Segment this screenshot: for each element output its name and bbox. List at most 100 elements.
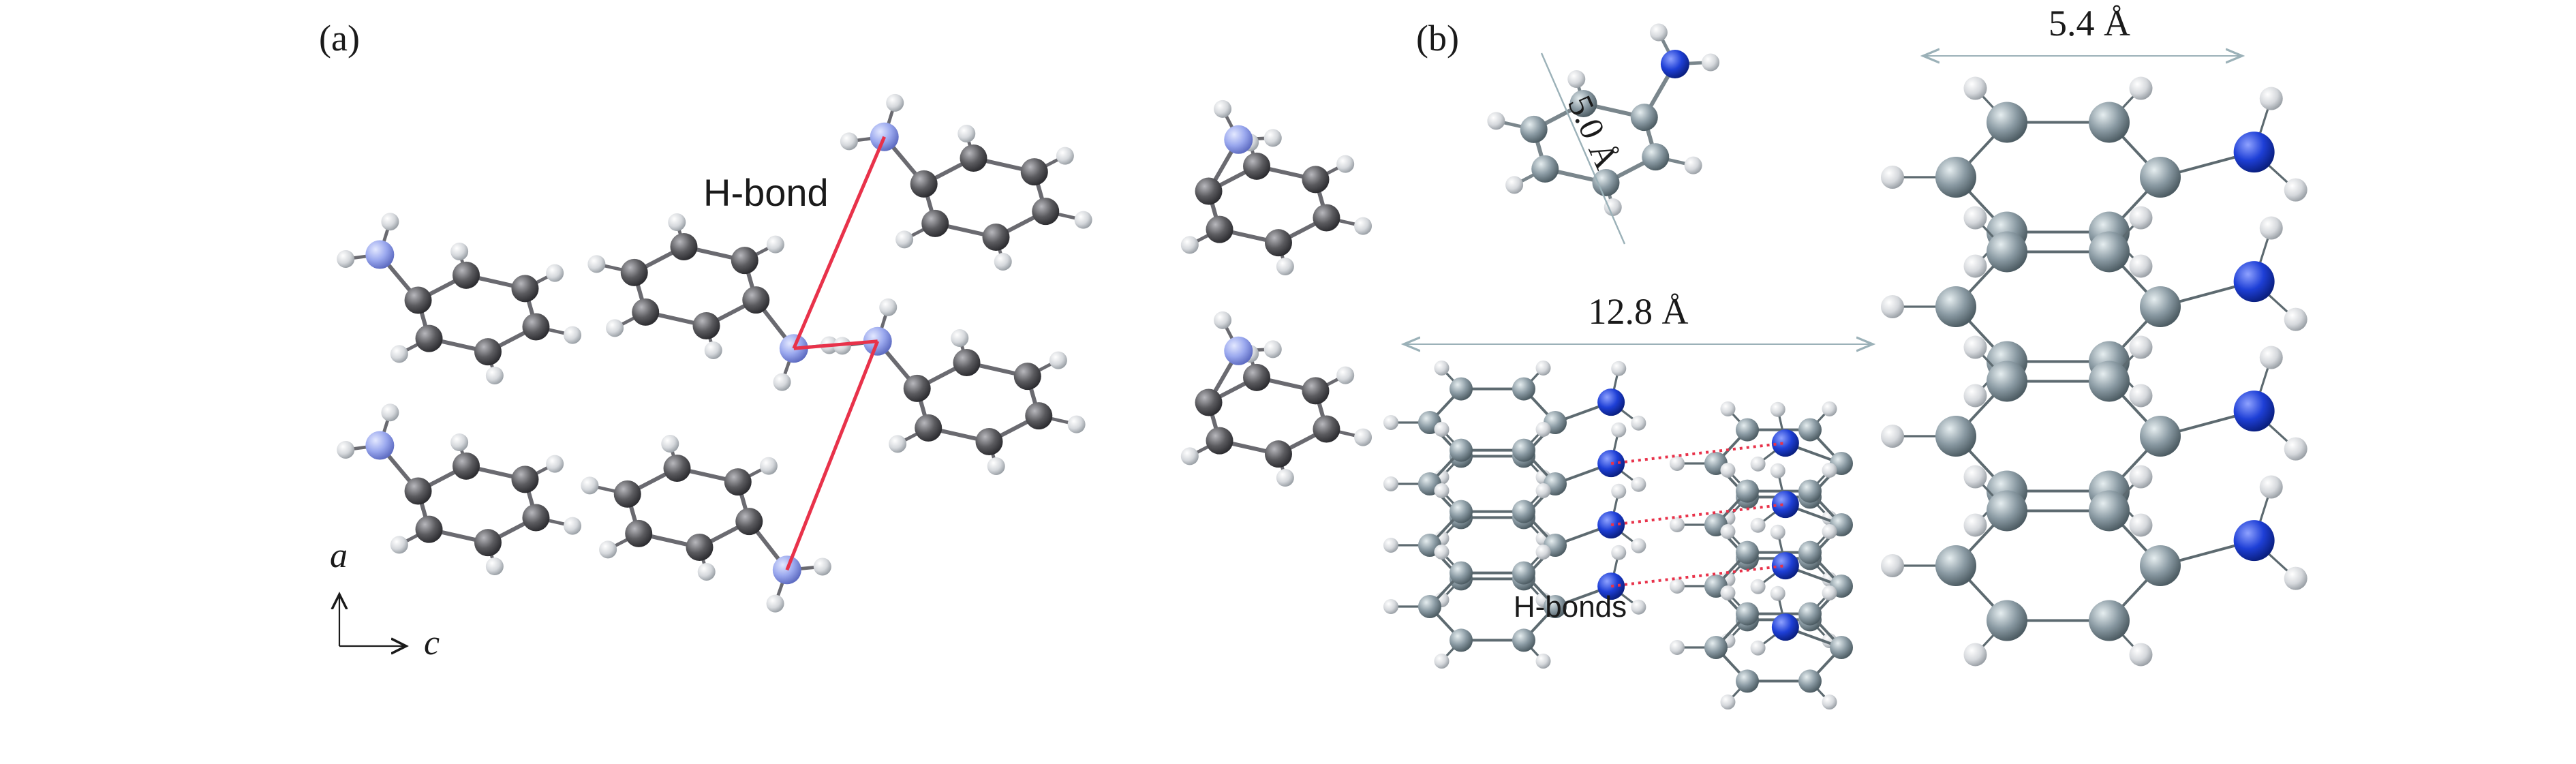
hydrogen-atom xyxy=(895,230,914,249)
hydrogen-atom xyxy=(564,517,582,535)
carbon-atom xyxy=(2089,102,2130,143)
hydrogen-atom xyxy=(1383,538,1398,553)
hydrogen-atom xyxy=(2284,437,2307,461)
hydrogen-atom xyxy=(450,242,469,260)
hbond-line xyxy=(1610,442,1786,465)
hydrogen-atom xyxy=(606,319,624,337)
hydrogen-atom xyxy=(1074,211,1092,229)
carbon-atom xyxy=(1512,628,1535,652)
hydrogen-atom xyxy=(1383,415,1398,430)
axis-a-label: a xyxy=(330,536,348,575)
aniline-molecule xyxy=(1881,465,2307,667)
hydrogen-atom xyxy=(951,329,969,348)
hydrogen-atom xyxy=(2284,307,2307,331)
hydrogen-atom xyxy=(2129,513,2153,537)
carbon-atom xyxy=(1642,143,1670,171)
hydrogen-atom xyxy=(1684,156,1702,174)
hydrogen-atom xyxy=(697,562,716,581)
hydrogen-atom xyxy=(1276,469,1294,487)
hydrogen-atom xyxy=(1720,401,1736,416)
hydrogen-atom xyxy=(1822,585,1837,600)
hydrogen-atom xyxy=(546,264,564,282)
aniline-molecule xyxy=(337,213,582,385)
carbon-atom xyxy=(915,414,942,442)
hydrogen-atom xyxy=(1720,523,1736,539)
carbon-atom xyxy=(903,374,931,402)
hydrogen-atom xyxy=(1383,599,1398,614)
nitrogen-atom xyxy=(2233,391,2275,432)
carbon-atom xyxy=(1243,363,1271,391)
carbon-atom xyxy=(1450,377,1473,401)
carbon-atom xyxy=(1032,198,1060,226)
hydrogen-atom xyxy=(1669,456,1685,471)
nitrogen-atom xyxy=(863,326,892,356)
aniline-molecule xyxy=(1881,206,2307,408)
hydrogen-atom xyxy=(1056,147,1074,165)
carbon-atom xyxy=(1987,361,2027,402)
hydrogen-atom xyxy=(1881,295,1904,318)
carbon-atom xyxy=(1736,669,1759,693)
hydrogen-atom xyxy=(2129,335,2153,359)
hydrogen-atom xyxy=(879,298,898,316)
hydrogen-atom xyxy=(1354,217,1373,235)
carbon-atom xyxy=(692,312,720,340)
nitrogen-atom xyxy=(2233,520,2275,562)
aniline-molecule xyxy=(337,403,582,576)
hydrogen-atom xyxy=(1720,462,1736,478)
hydrogen-atom xyxy=(599,540,617,559)
carbon-atom xyxy=(1987,231,2027,273)
hydrogen-atom xyxy=(1263,129,1282,147)
carbon-atom xyxy=(1531,155,1559,183)
hydrogen-atom xyxy=(1535,360,1551,376)
hydrogen-atom xyxy=(1631,599,1646,615)
hydrogen-atom xyxy=(1611,361,1627,376)
carbon-atom xyxy=(1313,204,1340,232)
hydrogen-atom xyxy=(1336,366,1355,384)
hydrogen-atom xyxy=(381,403,399,422)
carbon-atom xyxy=(663,454,691,482)
carbon-atom xyxy=(1206,215,1233,243)
carbon-atom xyxy=(453,452,480,480)
ring-width-line xyxy=(1540,52,1626,245)
nitrogen-atom xyxy=(1224,125,1253,154)
hydrogen-atom xyxy=(1963,384,1987,408)
carbon-atom xyxy=(1736,418,1759,442)
carbon-atom xyxy=(686,534,714,562)
carbon-atom xyxy=(1736,540,1759,564)
hydrogen-atom xyxy=(759,457,778,475)
carbon-atom xyxy=(625,519,653,547)
carbon-atom xyxy=(1569,89,1597,117)
carbon-atom xyxy=(1987,102,2027,143)
carbon-atom xyxy=(1418,595,1441,618)
hydrogen-atom xyxy=(987,457,1005,475)
hydrogen-atom xyxy=(1822,401,1837,416)
carbon-atom xyxy=(1935,545,1976,586)
nitrogen-atom xyxy=(1597,388,1625,416)
hydrogen-atom xyxy=(1180,236,1199,254)
carbon-atom xyxy=(511,275,539,303)
hydrogen-atom xyxy=(886,93,904,112)
hydrogen-atom xyxy=(2129,384,2153,408)
hydrogen-atom xyxy=(546,455,564,473)
carbon-atom xyxy=(1195,388,1223,416)
hydrogen-atom xyxy=(1770,585,1785,601)
hydrogen-atom xyxy=(1720,694,1736,710)
carbon-atom xyxy=(1830,636,1853,659)
hydrogen-atom xyxy=(1770,401,1785,417)
carbon-atom xyxy=(1520,115,1548,143)
carbon-atom xyxy=(453,261,480,289)
hydrogen-atom xyxy=(1631,415,1646,431)
hydrogen-atom xyxy=(1963,335,1987,359)
hydrogen-atom xyxy=(1604,198,1622,216)
hydrogen-atom xyxy=(1535,483,1551,498)
hydrogen-atom xyxy=(994,252,1012,271)
hydrogen-atom xyxy=(1631,476,1646,492)
carbon-atom xyxy=(1512,377,1535,401)
carbon-atom xyxy=(1798,540,1822,564)
carbon-atom xyxy=(415,324,443,352)
carbon-atom xyxy=(1243,152,1271,180)
carbon-atom xyxy=(1630,104,1658,132)
carbon-atom xyxy=(1025,402,1053,430)
hydrogen-atom xyxy=(813,557,831,576)
